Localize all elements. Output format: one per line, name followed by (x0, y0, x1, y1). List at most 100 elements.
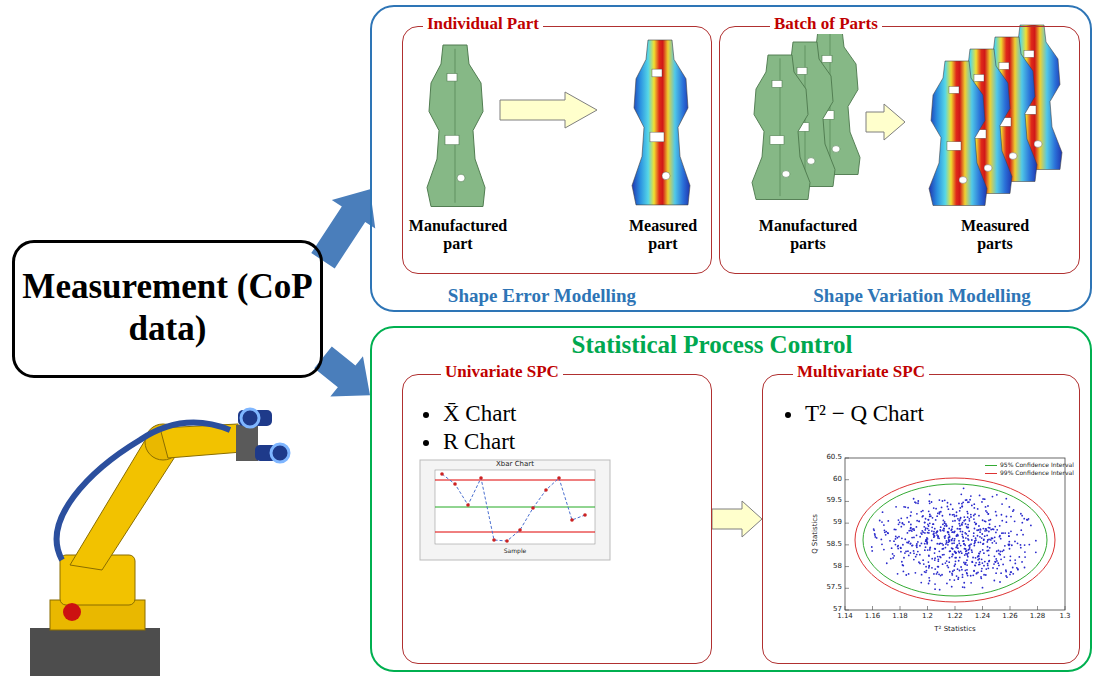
sample-dot (925, 518, 927, 520)
tick-label: 1.22 (947, 613, 963, 621)
sample-dot (928, 577, 930, 579)
sample-dot (920, 582, 922, 584)
sample-dot (936, 543, 938, 545)
sample-dot (970, 514, 972, 516)
sample-dot (971, 539, 973, 541)
image-caption: Manufactured parts (748, 217, 868, 254)
sample-dot (954, 557, 956, 559)
sample-dot (904, 552, 906, 554)
sample-dot (898, 519, 900, 521)
sample-dot (900, 551, 902, 553)
sample-dot (968, 549, 970, 551)
sample-dot (917, 502, 919, 504)
image-caption: Measured parts (953, 217, 1037, 254)
sample-dot (882, 511, 884, 513)
sample-dot (925, 540, 927, 542)
sample-dot (928, 500, 930, 502)
sample-dot (994, 536, 996, 538)
sample-dot (934, 559, 936, 561)
tick-mark (900, 606, 901, 610)
sample-dot (929, 580, 931, 582)
sample-dot (949, 550, 951, 552)
sample-dot (928, 565, 930, 567)
sample-dot (981, 558, 983, 560)
sample-dot (924, 543, 926, 545)
sample-dot (897, 545, 899, 547)
sample-dot (1030, 525, 1032, 527)
sample-dot (992, 528, 994, 530)
sample-dot (951, 547, 953, 549)
sample-dot (954, 565, 956, 567)
process-arrow (712, 501, 762, 537)
sample-dot (915, 556, 917, 558)
sample-dot (967, 501, 969, 503)
sample-dot (934, 583, 936, 585)
sample-dot (935, 508, 937, 510)
sample-dot (902, 523, 904, 525)
sample-dot (920, 532, 922, 534)
sample-dot (962, 576, 964, 578)
tick-label: 1.16 (865, 613, 881, 621)
sample-dot (906, 541, 908, 543)
sample-dot (996, 494, 998, 496)
sample-dot (928, 555, 930, 557)
sample-dot (956, 575, 958, 577)
tick-label: 1.28 (1030, 613, 1046, 621)
sample-dot (957, 568, 959, 570)
sample-dot (967, 556, 969, 558)
sample-dot (939, 542, 941, 544)
sample-dot (979, 495, 981, 497)
sample-dot (968, 530, 970, 532)
sample-dot (983, 565, 985, 567)
sample-dot (999, 581, 1001, 583)
sample-dot (941, 543, 943, 545)
sample-dot (952, 548, 954, 550)
sample-dot (944, 525, 946, 527)
tick-mark (845, 566, 849, 567)
sample-dot (1008, 541, 1010, 543)
sample-dot (1012, 510, 1014, 512)
sample-dot (901, 537, 903, 539)
sample-dot (922, 515, 924, 517)
sample-dot (931, 526, 933, 528)
sample-dot (932, 523, 934, 525)
sample-dot (928, 554, 930, 556)
sample-dot (939, 556, 941, 558)
sample-dot (1026, 519, 1028, 521)
sample-dot (951, 539, 953, 541)
sample-dot (910, 527, 912, 529)
sample-dot (989, 527, 991, 529)
tick-label: 57.5 (826, 584, 842, 592)
tick-label: 57 (833, 606, 842, 614)
sample-dot (897, 548, 899, 550)
sample-dot (975, 523, 977, 525)
sample-dot (912, 544, 914, 546)
sample-dot (946, 525, 948, 527)
sample-dot (961, 503, 963, 505)
sample-dot (939, 529, 941, 531)
sample-dot (959, 525, 961, 527)
sample-dot (936, 531, 938, 533)
sample-dot (893, 540, 895, 542)
sample-dot (963, 543, 965, 545)
sample-dot (995, 558, 997, 560)
sample-dot (974, 513, 976, 515)
spc-panel: Univariate SPCX̄ ChartR ChartMultivariat… (370, 326, 1092, 672)
sample-dot (977, 535, 979, 537)
sample-dot (928, 565, 930, 567)
sample-dot (983, 539, 985, 541)
sample-dot (969, 499, 971, 501)
sample-dot (991, 542, 993, 544)
sample-dot (944, 522, 946, 524)
sample-dot (934, 535, 936, 537)
tick-mark (927, 606, 928, 610)
sample-dot (955, 560, 957, 562)
sample-dot (987, 567, 989, 569)
sample-dot (951, 528, 953, 530)
sample-dot (948, 533, 950, 535)
sample-dot (946, 565, 948, 567)
sample-dot (965, 523, 967, 525)
sample-dot (892, 557, 894, 559)
sample-dot (974, 542, 976, 544)
